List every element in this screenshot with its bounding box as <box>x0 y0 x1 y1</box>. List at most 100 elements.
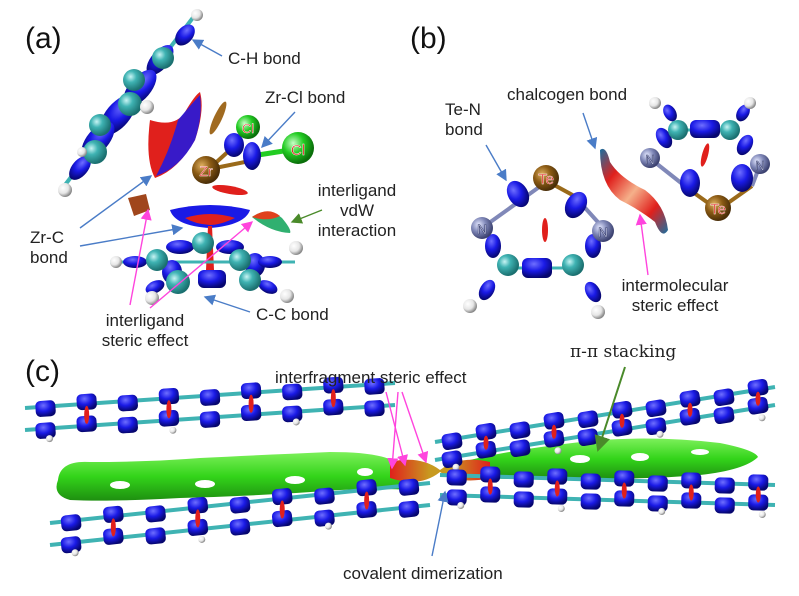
hydrogen-atom <box>324 522 332 530</box>
bond-basin <box>117 416 138 434</box>
bond-basin <box>480 466 501 483</box>
n-atom-left-2 <box>592 220 614 242</box>
benzene-lower <box>110 232 303 305</box>
panel-label-a: (a) <box>25 22 62 55</box>
bond-basin <box>611 400 633 419</box>
label-interfragment: interfragment steric effect <box>275 368 467 387</box>
bond-basin <box>747 378 769 397</box>
zr-symbol: Zr <box>199 163 213 179</box>
bond-basin <box>577 410 599 429</box>
panel-label-b: (b) <box>410 22 447 55</box>
arrow-zrc-lower <box>79 224 184 247</box>
bond-basin <box>158 387 180 405</box>
bond-basin <box>748 474 769 491</box>
steric-patch-thin <box>209 101 227 135</box>
chalcogen-surface <box>600 148 668 234</box>
bond-basin <box>282 383 303 401</box>
ring-steric-spot <box>688 484 694 501</box>
arrow-chalcogen <box>582 112 598 150</box>
bond-basin <box>364 400 385 417</box>
hydrogen-atom <box>198 535 206 543</box>
bond-basin <box>103 505 124 523</box>
bond-basin <box>647 475 668 492</box>
ribbon-4 <box>439 466 776 518</box>
bond-basin <box>681 472 702 489</box>
ring-steric-spot <box>554 480 560 497</box>
arrow-steric-2 <box>149 221 254 309</box>
arrow-cc <box>203 294 251 313</box>
bond-basin <box>577 428 599 447</box>
bond-basin <box>323 376 344 394</box>
bond-basin <box>475 422 497 441</box>
n-symbol-left-2: N <box>598 224 608 240</box>
label-pipi: π-π stacking <box>570 342 677 362</box>
bond-basin <box>713 406 735 425</box>
bond-basin <box>398 478 420 496</box>
arrow-interfragment-3 <box>387 391 399 470</box>
slab-holes <box>110 449 709 489</box>
bond-basin <box>547 468 568 485</box>
ribbon-1 <box>24 376 396 443</box>
hydrogen-atom <box>758 511 766 518</box>
bond-basin <box>314 487 335 505</box>
hydrogen-atom <box>656 430 664 438</box>
bond-basin <box>60 536 82 554</box>
arrow-intermolecular <box>635 213 649 276</box>
bond-basin <box>713 388 735 407</box>
pipi-surface-right <box>470 438 758 479</box>
n-symbol-right-2: N <box>755 158 764 173</box>
arrow-zrc-upper <box>79 175 153 229</box>
bond-basin <box>509 421 531 440</box>
label-ten-1: Te-N <box>445 100 481 119</box>
bond-basin <box>145 505 166 523</box>
te-symbol-right: Te <box>710 201 726 218</box>
ring-steric-spot <box>195 509 201 528</box>
zrcl-complex: Zr Cl Cl <box>192 115 314 184</box>
bond-basin <box>240 382 262 400</box>
ribbon-3 <box>434 378 776 471</box>
label-cc-bond: C-C bond <box>256 305 329 324</box>
bond-basin <box>314 509 335 527</box>
arrow-ten <box>485 144 507 182</box>
n-symbol-right-1: N <box>645 152 654 167</box>
bond-basin <box>509 439 531 458</box>
bond-basin <box>199 411 221 428</box>
arrow-covalent <box>431 490 449 557</box>
hydrogen-atom <box>452 463 460 471</box>
bond-basin <box>282 405 303 423</box>
panel-c <box>24 366 776 557</box>
bond-basin <box>714 497 735 514</box>
n-atom-left-1 <box>471 217 493 239</box>
bond-basin <box>441 450 463 469</box>
bond-basin <box>513 471 534 488</box>
cl-symbol-2: Cl <box>291 142 305 159</box>
label-vdw-2: vdW <box>340 201 374 220</box>
panel-a: Zr Cl Cl <box>58 9 323 313</box>
ring-steric-spot <box>687 402 693 417</box>
ring-steric-spot <box>487 478 493 495</box>
ring-steric-spot <box>755 391 761 406</box>
bond-basin <box>199 389 221 406</box>
label-ten-2: bond <box>445 120 483 139</box>
bond-basin <box>35 400 56 417</box>
bond-basin <box>364 378 385 395</box>
ring-steric-spot <box>279 500 285 519</box>
bond-basin <box>271 488 293 506</box>
label-ch-bond: C-H bond <box>228 49 301 68</box>
te-symbol-left: Te <box>538 171 554 188</box>
bond-basin <box>145 527 166 545</box>
bond-basin <box>398 500 420 518</box>
bond-basin <box>117 394 138 412</box>
label-chalcogen: chalcogen bond <box>507 85 628 104</box>
bond-basin <box>714 477 735 494</box>
n-atom-right-2 <box>750 154 770 174</box>
hydrogen-atom <box>457 502 465 509</box>
bond-basin <box>356 479 377 497</box>
cl-symbol-1: Cl <box>242 121 254 136</box>
panel-label-c: (c) <box>25 355 60 388</box>
n-atom-right-1 <box>640 148 660 168</box>
bond-basin <box>446 489 467 506</box>
bond-basin <box>513 491 534 508</box>
label-vdw-1: interligand <box>317 181 397 200</box>
